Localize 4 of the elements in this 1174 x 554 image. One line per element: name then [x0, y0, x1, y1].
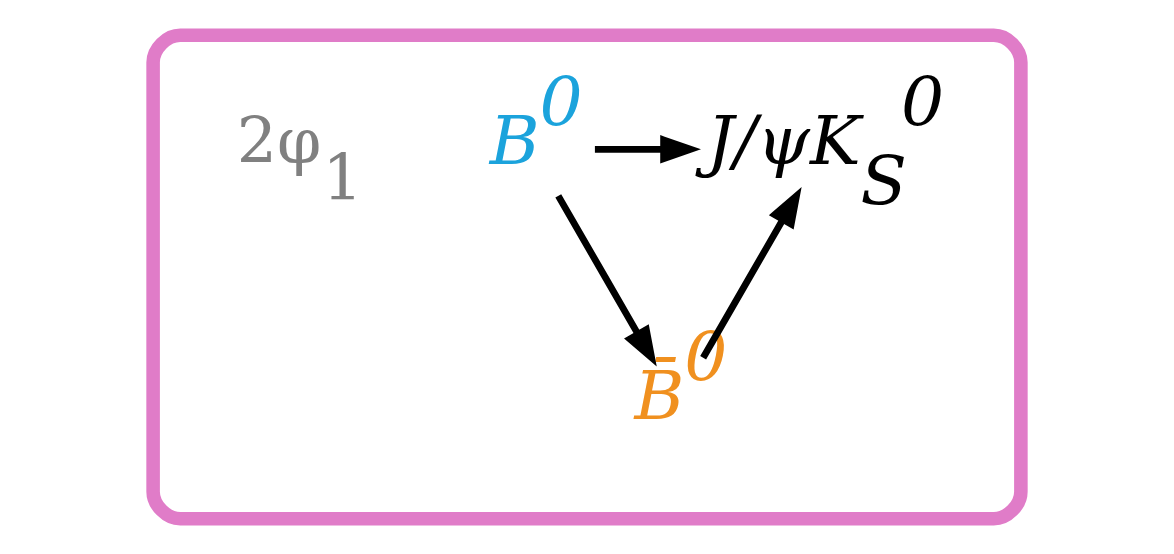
- cluster: [146, 28, 1028, 526]
- arrow: [700, 186, 802, 360]
- arrow: [555, 194, 657, 367]
- arrow: [594, 135, 701, 164]
